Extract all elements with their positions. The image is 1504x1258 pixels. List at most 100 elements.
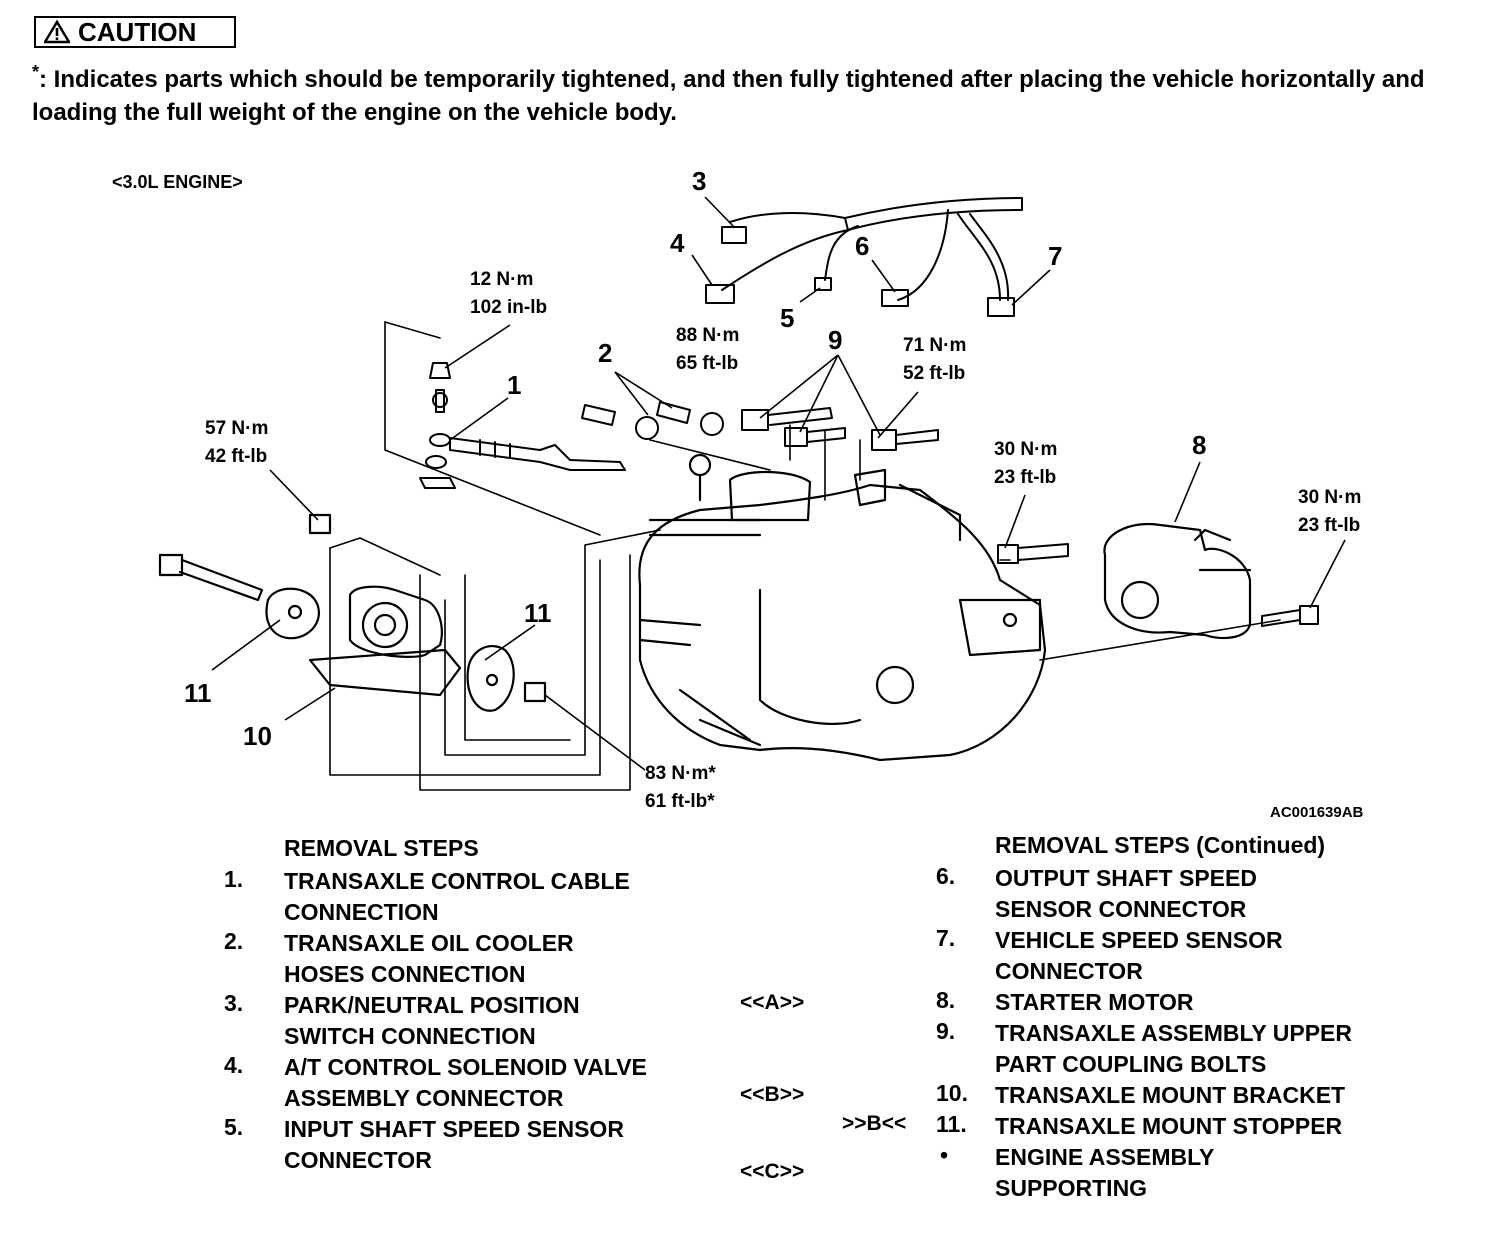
step-line: INPUT SHAFT SPEED SENSOR — [284, 1116, 624, 1142]
step-line: OUTPUT SHAFT SPEED — [995, 865, 1257, 891]
caution-note: *: Indicates parts which should be tempo… — [32, 56, 1452, 129]
step-line: CONNECTOR — [995, 958, 1143, 984]
step-line: HOSES CONNECTION — [284, 961, 526, 987]
step-line: ASSEMBLY CONNECTOR — [284, 1085, 564, 1111]
torque-spec-upper-bolt-b: 71 N·m 52 ft-lb — [903, 332, 966, 388]
asterisk: * — [32, 62, 40, 82]
step-line: SUPPORTING — [995, 1175, 1148, 1201]
starter-motor — [1103, 522, 1252, 640]
torque-metric: 57 N·m — [205, 418, 269, 439]
step-number: 5. — [224, 1114, 244, 1140]
callout-9: 9 — [828, 325, 843, 355]
step-line: TRANSAXLE MOUNT STOPPER — [995, 1113, 1343, 1139]
step-text: TRANSAXLE ASSEMBLY UPPER PART COUPLING B… — [995, 1018, 1352, 1080]
alignment-frame-lines — [329, 321, 1281, 791]
transaxle-body — [638, 453, 1047, 762]
callout-1: 1 — [507, 370, 522, 400]
step-text: TRANSAXLE CONTROL CABLE CONNECTION — [284, 866, 630, 928]
torque-imperial: 23 ft-lb — [994, 467, 1057, 488]
callout-2: 2 — [598, 338, 613, 368]
step-number: 9. — [936, 1018, 956, 1044]
procedure-mark: <<B>> — [740, 1083, 805, 1106]
callout-3: 3 — [692, 166, 707, 196]
step-number: 6. — [936, 863, 956, 889]
torque-imperial: 102 in-lb — [470, 297, 548, 318]
callout-11-right: 11 — [524, 598, 552, 628]
step-line: A/T CONTROL SOLENOID VALVE — [284, 1054, 647, 1080]
torque-metric: 30 N·m — [994, 439, 1058, 460]
callout-6: 6 — [855, 231, 870, 261]
step-number: 1. — [224, 866, 244, 892]
control-cable-assembly — [419, 362, 626, 489]
torque-spec-control-cable-nut: 12 N·m 102 in-lb — [470, 266, 547, 322]
caution-label: CAUTION — [78, 16, 197, 47]
step-bullet: • — [940, 1142, 949, 1168]
step-text: VEHICLE SPEED SENSOR CONNECTOR — [995, 925, 1283, 987]
torque-spec-mount-stopper-nut: 83 N·m* 61 ft-lb* — [645, 760, 716, 816]
step-line: TRANSAXLE MOUNT BRACKET — [995, 1082, 1346, 1108]
upper-coupling-bolts — [741, 407, 939, 451]
torque-imperial: 23 ft-lb — [1298, 515, 1361, 536]
step-line: SENSOR CONNECTOR — [995, 896, 1247, 922]
removal-steps-title: REMOVAL STEPS — [284, 835, 479, 861]
leader-lines — [211, 196, 1346, 771]
step-line: TRANSAXLE CONTROL CABLE — [284, 868, 630, 894]
warning-triangle-icon — [44, 20, 70, 44]
removal-steps-continued-title: REMOVAL STEPS (Continued) — [995, 832, 1326, 858]
step-number: 8. — [936, 987, 956, 1013]
step-line: CONNECTOR — [284, 1147, 432, 1173]
step-text: TRANSAXLE MOUNT BRACKET — [995, 1080, 1345, 1111]
step-text: STARTER MOTOR — [995, 987, 1193, 1018]
engine-label: <3.0L ENGINE> — [112, 172, 243, 192]
step-line: TRANSAXLE ASSEMBLY UPPER — [995, 1020, 1352, 1046]
step-text: TRANSAXLE OIL COOLER HOSES CONNECTION — [284, 928, 574, 990]
torque-metric: 88 N·m — [676, 325, 740, 346]
torque-metric: 71 N·m — [903, 335, 967, 356]
starter-bolts — [997, 543, 1319, 627]
torque-metric: 83 N·m* — [645, 763, 716, 784]
torque-metric: 12 N·m — [470, 269, 534, 290]
oil-cooler-hoses — [581, 401, 724, 440]
caution-note-text: : Indicates parts which should be tempor… — [32, 66, 1425, 126]
step-text: OUTPUT SHAFT SPEED SENSOR CONNECTOR — [995, 863, 1257, 925]
step-number: 2. — [224, 928, 244, 954]
step-number: 10. — [936, 1080, 968, 1106]
procedure-mark: >>B<< — [842, 1112, 907, 1135]
callout-11-left: 11 — [184, 678, 212, 708]
callout-7: 7 — [1048, 241, 1063, 271]
step-line: PART COUPLING BOLTS — [995, 1051, 1267, 1077]
callout-4: 4 — [670, 228, 685, 258]
step-line: PARK/NEUTRAL POSITION — [284, 992, 580, 1018]
figure-code: AC001639AB — [1270, 804, 1364, 821]
step-text: ENGINE ASSEMBLY SUPPORTING — [995, 1142, 1214, 1204]
step-line: TRANSAXLE OIL COOLER — [284, 930, 574, 956]
torque-metric: 30 N·m — [1298, 487, 1362, 508]
callout-5: 5 — [780, 303, 795, 333]
step-line: ENGINE ASSEMBLY — [995, 1144, 1215, 1170]
procedure-mark: <<C>> — [740, 1160, 805, 1183]
caution-box: CAUTION — [34, 16, 236, 48]
torque-spec-mount-nut: 57 N·m 42 ft-lb — [205, 415, 268, 471]
step-line: STARTER MOTOR — [995, 989, 1194, 1015]
step-text: PARK/NEUTRAL POSITION SWITCH CONNECTION — [284, 990, 580, 1052]
step-text: TRANSAXLE MOUNT STOPPER — [995, 1111, 1342, 1142]
step-text: A/T CONTROL SOLENOID VALVE ASSEMBLY CONN… — [284, 1052, 647, 1114]
step-number: 4. — [224, 1052, 244, 1078]
torque-imperial: 42 ft-lb — [205, 446, 268, 467]
torque-spec-starter-bolt-a: 30 N·m 23 ft-lb — [994, 436, 1057, 492]
step-number: 7. — [936, 925, 956, 951]
torque-spec-starter-bolt-b: 30 N·m 23 ft-lb — [1298, 484, 1361, 540]
torque-imperial: 65 ft-lb — [676, 353, 739, 374]
torque-spec-upper-bolt-a: 88 N·m 65 ft-lb — [676, 322, 739, 378]
callout-10: 10 — [243, 721, 272, 751]
step-text: INPUT SHAFT SPEED SENSOR CONNECTOR — [284, 1114, 624, 1176]
mount-bracket-assembly — [158, 513, 547, 712]
step-number: 11. — [936, 1111, 967, 1137]
callout-8: 8 — [1192, 430, 1207, 460]
torque-imperial: 52 ft-lb — [903, 363, 966, 384]
wiring-harness — [705, 197, 1023, 317]
step-number: 3. — [224, 990, 244, 1016]
procedure-mark: <<A>> — [740, 991, 805, 1014]
step-line: CONNECTION — [284, 899, 439, 925]
